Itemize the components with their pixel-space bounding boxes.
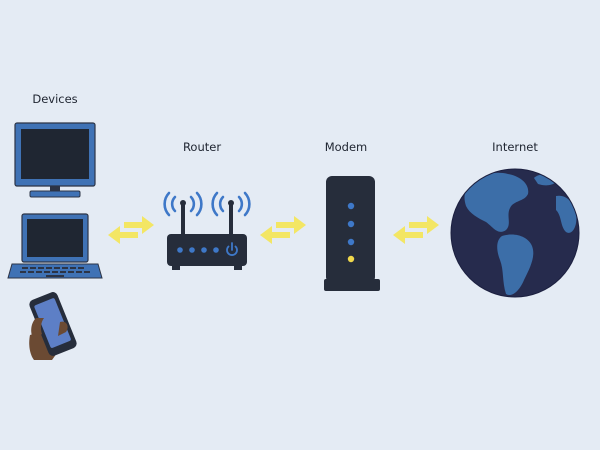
modem-icon	[324, 176, 380, 291]
router-label: Router	[182, 140, 222, 154]
modem-label: Modem	[324, 140, 368, 154]
arrow-left	[260, 226, 290, 244]
smartphone-in-hand-icon	[29, 292, 77, 360]
arrow-right	[124, 216, 154, 234]
arrow-left	[393, 226, 423, 244]
laptop-icon	[7, 213, 103, 279]
globe-icon	[450, 168, 580, 298]
arrows-modem-internet	[393, 216, 439, 244]
wifi-router-icon	[163, 191, 251, 270]
arrows-router-modem	[260, 216, 306, 244]
desktop-monitor-icon	[14, 122, 96, 198]
power-icon	[226, 242, 238, 256]
arrow-left	[108, 226, 138, 244]
internet-label: Internet	[492, 140, 538, 154]
arrows-devices-router	[108, 216, 154, 244]
arrow-right	[409, 216, 439, 234]
arrow-right	[276, 216, 306, 234]
devices-label: Devices	[32, 92, 78, 106]
